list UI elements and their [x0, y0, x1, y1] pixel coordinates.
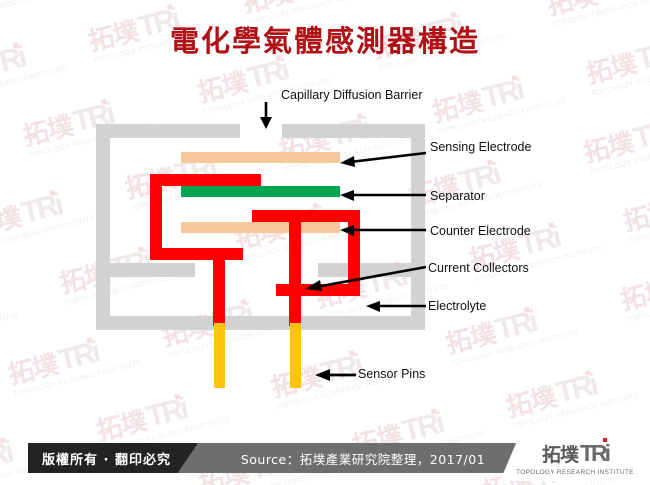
tri-logo: 拓墣 TRi TOPOLOGY RESEARCH INSTITUTE	[500, 435, 650, 481]
housing-top-wall-left	[96, 124, 240, 138]
sensor-pin-right	[290, 323, 301, 388]
current-collector-right-leg	[289, 210, 301, 326]
arrow-electrolyte	[366, 301, 426, 312]
tri-logo-latin-text: TRi	[579, 440, 611, 466]
housing-right-wall	[411, 124, 425, 330]
tri-logo-dot-icon	[603, 438, 608, 442]
tri-logo-subtitle: TOPOLOGY RESEARCH INSTITUTE	[516, 469, 634, 476]
current-collector-right-top-arm	[252, 210, 360, 222]
current-collector-left-top-arm	[150, 174, 261, 186]
sensor-pin-left	[214, 323, 225, 388]
housing-bottom-wall	[96, 316, 425, 330]
tri-logo-wordmark: 拓墣 TRi	[541, 438, 611, 467]
tri-logo-cn: 拓墣	[541, 444, 579, 466]
label-counter-electrode: Counter Electrode	[430, 224, 531, 238]
label-capillary-diffusion-barrier: Capillary Diffusion Barrier	[281, 88, 423, 102]
current-collector-left-bottom-arm	[150, 248, 243, 260]
footer-source: Source：拓墣產業研究院整理，2017/01	[198, 443, 528, 473]
label-sensor-pins: Sensor Pins	[358, 367, 426, 381]
arrow-capillary-diffusion-barrier	[260, 102, 272, 129]
page-title: 電化學氣體感測器構造	[169, 24, 480, 58]
arrow-sensor-pins	[315, 369, 356, 381]
housing-top-wall-right	[282, 124, 425, 138]
current-collector-left-leg	[213, 248, 225, 326]
arrow-separator	[340, 190, 426, 201]
sensor-diagram: Capillary Diffusion Barrier	[96, 88, 532, 388]
tri-logo-latin: TRi	[579, 438, 611, 467]
arrow-counter-electrode	[340, 225, 426, 236]
separator-layer	[181, 186, 340, 197]
label-separator: Separator	[430, 189, 485, 203]
housing-left-wall	[96, 124, 110, 330]
arrow-sensing-electrode	[340, 151, 427, 167]
housing-shelf-left	[110, 263, 195, 277]
label-electrolyte: Electrolyte	[428, 299, 487, 313]
counter-electrode	[181, 222, 340, 233]
label-sensing-electrode: Sensing Electrode	[430, 140, 532, 154]
arrow-current-collectors	[305, 265, 427, 291]
footer-copyright-badge: 版權所有 · 翻印必究	[28, 443, 198, 473]
footer: Source：拓墣產業研究院整理，2017/01 版權所有 · 翻印必究 拓墣 …	[0, 429, 650, 485]
footer-source-text: Source：拓墣產業研究院整理，2017/01	[240, 451, 486, 467]
current-collector-left-spine	[150, 174, 162, 260]
label-current-collectors: Current Collectors	[428, 261, 529, 275]
sensing-electrode	[181, 152, 340, 163]
footer-copyright-text: 版權所有 · 翻印必究	[42, 452, 171, 468]
